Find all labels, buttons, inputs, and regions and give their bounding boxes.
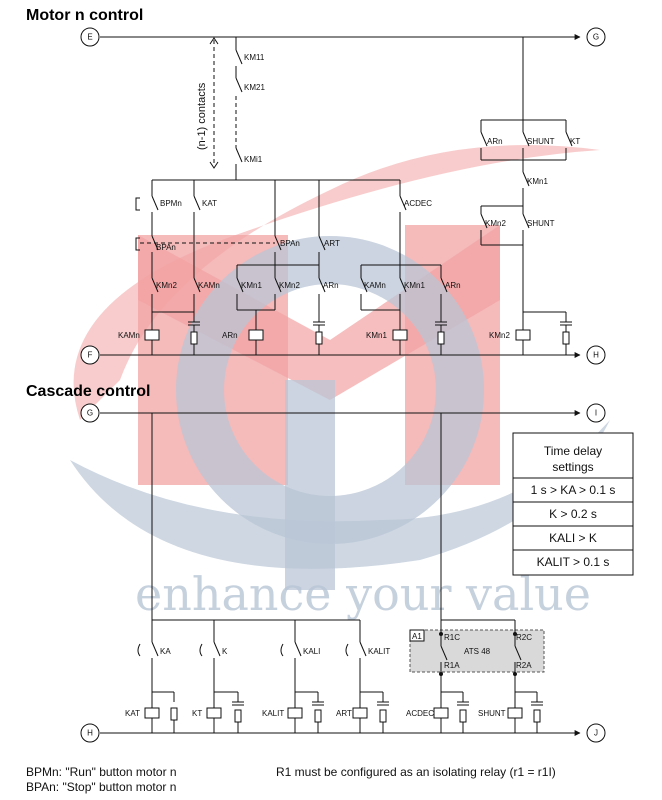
coil-label-kat: KAT: [125, 709, 140, 718]
terminal-g-bottom: G: [80, 403, 100, 423]
coil-label-shunt: SHUNT: [478, 709, 506, 718]
svg-text:R2C: R2C: [516, 633, 532, 642]
terminal-e: E: [80, 27, 100, 47]
svg-text:F: F: [88, 351, 93, 360]
label-acdec: ACDEC: [404, 199, 432, 208]
contacts-label: (n-1) contacts: [196, 82, 208, 150]
terminal-j: J: [586, 723, 606, 743]
svg-text:J: J: [594, 729, 598, 738]
cascade-column-acdec: ACDEC: [406, 691, 469, 733]
label-bpan-left: BPAn: [156, 243, 176, 252]
label-bpan-mid: BPAn: [280, 239, 300, 248]
label-kmn1-b: KMn1: [404, 281, 425, 290]
cascade-column-shunt: SHUNT: [478, 691, 543, 733]
label-kt: KT: [570, 137, 580, 146]
svg-text:K: K: [222, 647, 228, 656]
label-kamn-b: KAMn: [364, 281, 386, 290]
cascade-column-ka: KA KAT: [125, 620, 178, 733]
time-delay-table: Time delay settings 1 s > KA > 0.1 s K >…: [512, 432, 634, 576]
terminal-f: F: [80, 345, 100, 365]
table-header-line1: Time delay: [544, 444, 602, 458]
svg-text:KA: KA: [160, 647, 171, 656]
terminal-g-top: G: [586, 27, 606, 47]
table-row: K > 0.2 s: [549, 507, 597, 521]
label-shunt-mid: SHUNT: [527, 219, 555, 228]
footnote-r1: R1 must be configured as an isolating re…: [276, 765, 556, 779]
table-header-line2: settings: [552, 460, 593, 474]
terminal-h-top: H: [586, 345, 606, 365]
svg-text:I: I: [595, 409, 597, 418]
label-arn-top: ARn: [487, 137, 503, 146]
ats48-relay-box: A1 R1C ATS 48 R2C R1A R2A: [409, 620, 545, 692]
label-kmi1: KMi1: [244, 155, 263, 164]
watermark-text: enhance your value: [135, 567, 591, 621]
svg-text:R2A: R2A: [516, 661, 532, 670]
footnote-bpan: BPAn: "Stop" button motor n: [26, 780, 176, 794]
footnote-bpmn: BPMn: "Run" button motor n: [26, 765, 177, 779]
coil-label-art: ART: [336, 709, 352, 718]
label-arn-a: ARn: [323, 281, 339, 290]
svg-text:A1: A1: [412, 632, 422, 641]
label-art: ART: [324, 239, 340, 248]
svg-text:H: H: [87, 729, 93, 738]
motor-section-title: Motor n control: [26, 7, 143, 24]
svg-text:E: E: [87, 33, 92, 42]
coil-label-arn: ARn: [222, 331, 238, 340]
svg-text:R1A: R1A: [444, 661, 460, 670]
svg-text:ATS 48: ATS 48: [464, 647, 491, 656]
coil-label-acdec: ACDEC: [406, 709, 434, 718]
table-row: 1 s > KA > 0.1 s: [531, 483, 616, 497]
svg-text:R1C: R1C: [444, 633, 460, 642]
coil-label-kamn: KAMn: [118, 331, 140, 340]
svg-text:G: G: [87, 409, 93, 418]
coil-label-kmn1: KMn1: [366, 331, 387, 340]
svg-text:KALIT: KALIT: [368, 647, 390, 656]
label-kmn1-a: KMn1: [241, 281, 262, 290]
label-bpmn: BPMn: [160, 199, 182, 208]
label-km21: KM21: [244, 83, 265, 92]
table-row: KALI > K: [549, 531, 597, 545]
svg-text:KALI: KALI: [303, 647, 320, 656]
svg-text:H: H: [593, 351, 599, 360]
label-km11: KM11: [244, 53, 265, 62]
label-kmn2-b: KMn2: [279, 281, 300, 290]
label-kamn-a: KAMn: [198, 281, 220, 290]
coil-label-kt: KT: [192, 709, 202, 718]
coil-label-kmn2: KMn2: [489, 331, 510, 340]
terminal-h-bottom: H: [80, 723, 100, 743]
label-kmn1-c: KMn1: [527, 177, 548, 186]
label-arn-b: ARn: [445, 281, 461, 290]
label-shunt-top: SHUNT: [527, 137, 555, 146]
cascade-section-title: Cascade control: [26, 383, 150, 400]
label-kat: KAT: [202, 199, 217, 208]
label-kmn2-a: KMn2: [156, 281, 177, 290]
terminal-i: I: [586, 403, 606, 423]
label-kmn2-c: KMn2: [485, 219, 506, 228]
cascade-column-k: K KT: [192, 620, 244, 733]
coil-label-kalit: KALIT: [262, 709, 284, 718]
svg-text:G: G: [593, 33, 599, 42]
cascade-column-kali: KALI KALIT: [262, 620, 324, 733]
cascade-column-kalit: KALIT ART: [336, 620, 390, 733]
table-row: KALIT > 0.1 s: [537, 555, 610, 569]
